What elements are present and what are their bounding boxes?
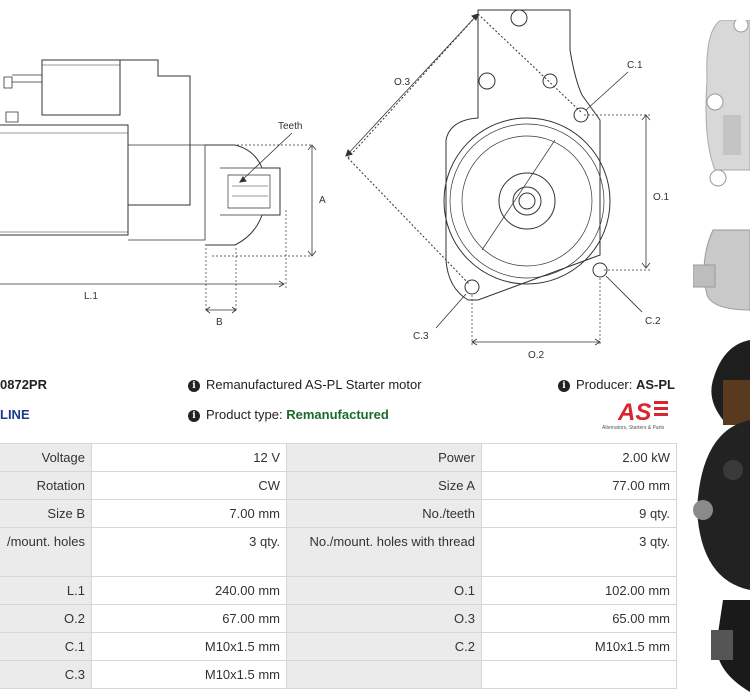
product-photo-top [693, 20, 750, 320]
spec-value: M10x1.5 mm [481, 632, 677, 661]
teeth-label: Teeth [278, 121, 302, 132]
spec-value: 65.00 mm [481, 604, 677, 633]
spec-key: Size A [286, 471, 482, 500]
spec-key: Size B [0, 499, 92, 528]
spec-value: 240.00 mm [91, 576, 287, 605]
table-row: Rotation CW Size A 77.00 mm [0, 471, 677, 500]
spec-key: Rotation [0, 471, 92, 500]
as-pl-logo: AS Alternators, Starters & Parts [602, 399, 668, 431]
spec-key: /mount. holes [0, 527, 92, 577]
end-view [345, 9, 652, 346]
info-icon: i [188, 380, 200, 392]
o2-label: O.2 [528, 350, 545, 361]
table-row: C.3 M10x1.5 mm [0, 660, 677, 689]
part-number: 0872PR [0, 377, 47, 392]
spec-key: No./teeth [286, 499, 482, 528]
spec-value: 9 qty. [481, 499, 677, 528]
spec-key: L.1 [0, 576, 92, 605]
spec-value: 102.00 mm [481, 576, 677, 605]
info-icon: i [558, 380, 570, 392]
spec-key: No./mount. holes with thread [286, 527, 482, 577]
spec-key [286, 660, 482, 689]
info-icon: i [188, 410, 200, 422]
spec-key: C.3 [0, 660, 92, 689]
brand-line[interactable]: LINE [0, 407, 30, 422]
spec-value: 12 V [91, 443, 287, 472]
o1-label: O.1 [653, 192, 670, 203]
spec-value: 2.00 kW [481, 443, 677, 472]
table-row: Voltage 12 V Power 2.00 kW [0, 443, 677, 472]
spec-key: O.3 [286, 604, 482, 633]
a-label: A [319, 195, 326, 206]
spec-key: C.2 [286, 632, 482, 661]
technical-drawing: Teeth A L.1 B O.3 C.1 O.1 C.2 C.3 O.2 [0, 9, 670, 361]
l1-label: L.1 [84, 291, 98, 302]
spec-key: O.2 [0, 604, 92, 633]
table-row: O.2 67.00 mm O.3 65.00 mm [0, 604, 677, 633]
spec-value: M10x1.5 mm [91, 660, 287, 689]
spec-value: M10x1.5 mm [91, 632, 287, 661]
product-photo-bottom [693, 340, 750, 692]
spec-table: Voltage 12 V Power 2.00 kW Rotation CW S… [0, 443, 677, 689]
svg-text:AS: AS [617, 399, 651, 426]
table-row: L.1 240.00 mm O.1 102.00 mm [0, 576, 677, 605]
svg-text:Alternators, Starters & Parts: Alternators, Starters & Parts [602, 425, 665, 431]
spec-value: 3 qty. [481, 527, 677, 577]
spec-value: 3 qty. [91, 527, 287, 577]
table-row: Size B 7.00 mm No./teeth 9 qty. [0, 499, 677, 528]
c2-label: C.2 [645, 316, 661, 327]
spec-value [481, 660, 677, 689]
spec-key: Voltage [0, 443, 92, 472]
spec-key: C.1 [0, 632, 92, 661]
o3-label: O.3 [394, 77, 411, 88]
spec-value: 67.00 mm [91, 604, 287, 633]
c1-label: C.1 [627, 60, 643, 71]
b-label: B [216, 317, 223, 328]
c3-label: C.3 [413, 331, 429, 342]
table-row: /mount. holes 3 qty. No./mount. holes wi… [0, 527, 677, 577]
spec-value: 7.00 mm [91, 499, 287, 528]
spec-value: 77.00 mm [481, 471, 677, 500]
table-row: C.1 M10x1.5 mm C.2 M10x1.5 mm [0, 632, 677, 661]
side-view [0, 59, 317, 314]
spec-key: O.1 [286, 576, 482, 605]
spec-value: CW [91, 471, 287, 500]
spec-key: Power [286, 443, 482, 472]
